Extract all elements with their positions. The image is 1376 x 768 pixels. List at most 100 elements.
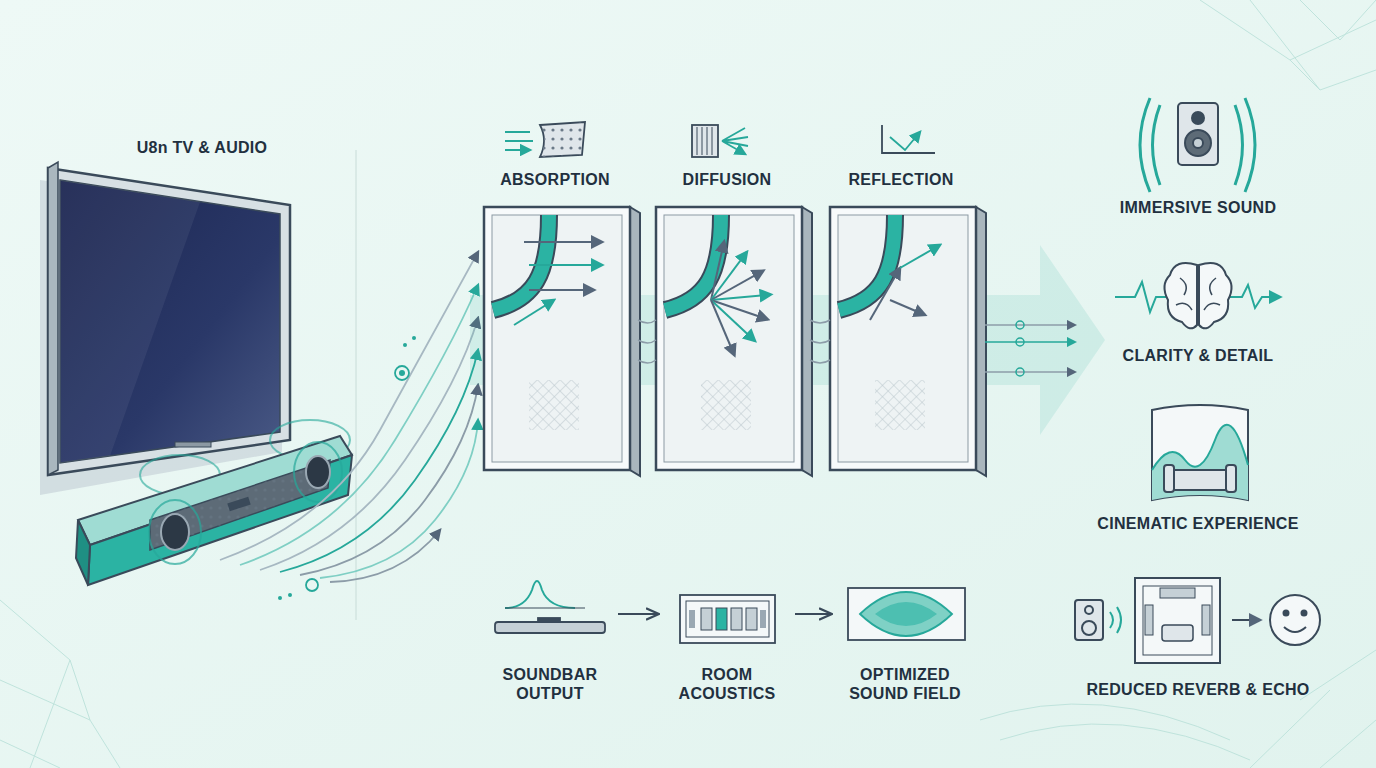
flow-lines-part	[638, 360, 656, 363]
flow-arrow	[795, 613, 832, 615]
benefit-icons-part	[1082, 621, 1096, 635]
benefit-icons-part	[1284, 611, 1289, 616]
benefit-icons-part	[1140, 98, 1160, 192]
divider	[356, 150, 357, 620]
acoustic-panel-part	[838, 215, 968, 462]
acoustic-panel-part-part	[711, 252, 747, 300]
panel-icons-part	[697, 127, 712, 155]
benefit-icons-part	[1284, 627, 1306, 632]
bottom-icons-part	[495, 622, 605, 633]
sound-waves-part	[395, 366, 409, 380]
acoustic-panel-part-part	[711, 300, 755, 341]
flow-lines-part	[1016, 321, 1024, 329]
panel-icons-part	[505, 132, 533, 150]
benefit-label: IMMERSIVE SOUND	[1088, 198, 1308, 217]
acoustic-panel-part	[514, 242, 602, 325]
benefit-icons-part	[1152, 405, 1248, 500]
bottom-icons-part	[875, 602, 937, 626]
panel-icons-part	[722, 128, 748, 154]
benefit-icons-part	[1160, 588, 1195, 598]
acoustic-panel-part	[976, 207, 986, 476]
benefit-icons-part	[1115, 282, 1168, 312]
soundbar-part	[149, 500, 201, 564]
acoustic-panel	[656, 207, 812, 476]
soundbar-part	[88, 455, 352, 585]
acoustic-panel-part-part	[890, 300, 925, 315]
benefit-icons-part	[1202, 605, 1210, 635]
bottom-icons-part	[760, 610, 766, 628]
benefit-icons-part	[1152, 425, 1248, 500]
benefit-icons-part	[1193, 138, 1203, 148]
benefit-icons-part	[1230, 285, 1280, 308]
acoustic-panel-part	[875, 380, 925, 430]
tv-part	[48, 162, 58, 475]
benefit-icons-part	[1176, 278, 1220, 310]
sound-waves-part	[300, 385, 478, 575]
sound-waves-part	[403, 343, 407, 347]
sound-waves-part	[240, 285, 478, 565]
flow-arrow	[618, 613, 659, 615]
bottom-icons	[495, 581, 965, 643]
benefit-icons-part	[1170, 470, 1230, 490]
tv-part	[40, 180, 282, 495]
flow-lines-part	[638, 340, 656, 343]
benefit-icons-part	[1162, 625, 1193, 641]
acoustic-panel-part-part	[514, 300, 554, 325]
acoustic-panel-part-part	[711, 300, 734, 355]
panel-icons	[505, 122, 935, 157]
benefit-icons-part	[1143, 586, 1212, 655]
acoustic-panel-part	[664, 215, 794, 462]
soundbar-part	[306, 456, 330, 488]
sound-waves-part	[306, 579, 318, 591]
benefit-icons-part	[1270, 595, 1320, 645]
bottom-icons-part	[746, 608, 757, 630]
acoustic-panel-part	[493, 215, 549, 310]
benefit-icons-part	[1164, 465, 1174, 492]
bottom-icons-part	[716, 608, 727, 630]
benefit-icons-part	[1075, 600, 1103, 640]
bottom-icons-part	[505, 608, 585, 609]
decor-lines-part	[0, 600, 120, 768]
acoustic-panel-part-part	[900, 245, 940, 268]
acoustic-panel-part	[630, 207, 640, 476]
sound-waves-part	[260, 318, 478, 570]
benefit-label: CINEMATIC EXPERIENCE	[1078, 514, 1318, 533]
benefit-icons-part	[1164, 263, 1197, 328]
panel-icons-part	[692, 125, 718, 157]
bottom-icons-part	[680, 595, 775, 643]
decor-lines-part	[1250, 650, 1376, 768]
tv	[40, 162, 290, 495]
flow-lines-part	[985, 371, 1075, 373]
sound-waves-part	[330, 530, 440, 582]
benefit-icons-part	[1152, 425, 1248, 470]
acoustic-panel	[484, 207, 640, 476]
sound-waves-part	[399, 370, 405, 376]
benefit-label: REDUCED REVERB & ECHO	[1068, 680, 1328, 699]
benefit-icons	[1075, 98, 1320, 663]
flow-lines-part	[810, 320, 830, 323]
acoustic-panel-part	[839, 215, 895, 310]
sound-waves-part	[412, 336, 416, 340]
bottom-icons-part	[538, 618, 560, 622]
soundbar-part	[150, 460, 330, 550]
acoustic-panel-node: ABSORPTION	[478, 170, 632, 475]
acoustic-panel-part-part	[529, 289, 594, 291]
benefit-icons-part	[1085, 606, 1093, 614]
benefit-icons-part	[1199, 263, 1232, 328]
tv-part	[60, 180, 280, 463]
panel-heading: REFLECTION	[824, 170, 978, 189]
benefit-icons-part	[1135, 578, 1220, 663]
benefit-icons-part	[1178, 103, 1218, 165]
benefit-icons-part	[1232, 619, 1260, 621]
panel-heading: ABSORPTION	[478, 170, 632, 189]
panel-icons-part	[540, 122, 585, 157]
acoustic-panel-part	[656, 207, 802, 470]
acoustic-panel-part-part	[711, 295, 771, 300]
bottom-icons-part	[701, 608, 712, 630]
process-step: SOUNDBAR OUTPUT	[488, 572, 612, 707]
bottom-icons-part	[689, 610, 695, 628]
